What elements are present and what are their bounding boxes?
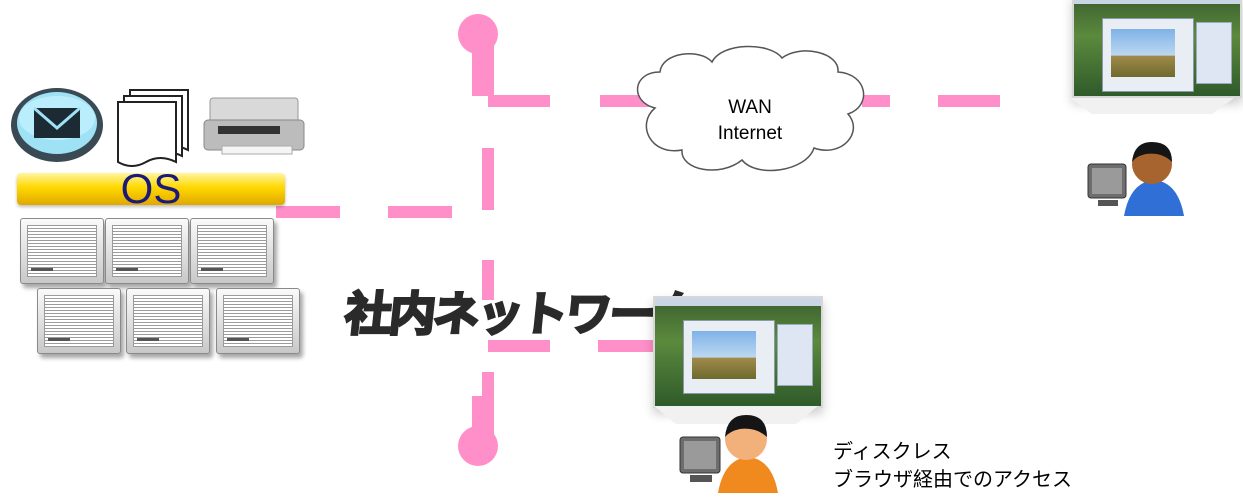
os-label: OS [120,165,182,212]
printer-icon [203,97,305,155]
server-icon [126,288,210,354]
cloud-icon [636,45,865,172]
wan-line-1: WAN [728,97,772,118]
network-node-bottom [458,426,498,466]
documents-icon [117,89,189,167]
wan-label: WAN Internet [690,95,810,147]
caption: ディスクレス ブラウザ経由でのアクセス [833,438,1072,494]
server-icon [20,218,104,284]
network-lines [276,34,1000,440]
caption-line-1: ディスクレス [833,441,952,463]
user-icon [1087,142,1184,216]
server-icon [216,288,300,354]
wan-line-2: Internet [717,123,783,144]
caption-line-2: ブラウザ経由でのアクセス [833,469,1072,491]
server-icon [105,218,189,284]
server-icon [37,288,121,354]
server-icon [190,218,274,284]
os-bar [17,173,285,205]
mail-icon [11,88,103,162]
monitor-base [1070,98,1234,114]
user-icon [679,415,778,493]
monitor-base [654,406,818,424]
network-node-top [458,14,498,54]
monitor-icon [1072,0,1242,98]
monitor-icon [653,296,823,408]
network-label: 社内ネットワーク [341,286,702,343]
